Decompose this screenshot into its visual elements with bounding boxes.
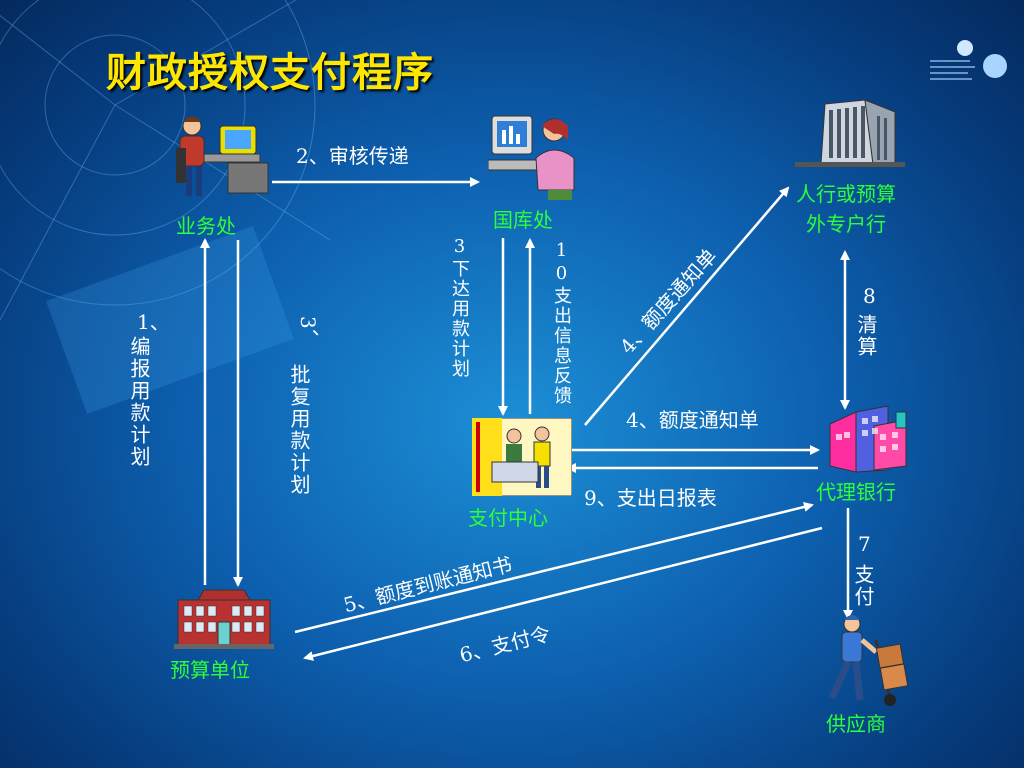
agent-bank-icon [829,405,907,473]
bank-building-icon [795,99,905,167]
step-7-number: 7 [858,532,871,556]
arrow-4-diagonal [584,186,790,426]
node-bank-line1: 人行或预算 [796,182,896,206]
step-2-label: 2、审核传递 [296,144,409,168]
step-8-label: 清算 [854,314,878,358]
treasury-clerk-icon [488,115,575,200]
node-treasury: 国库处 [493,208,553,232]
step-4-horizontal-label: 4、额度通知单 [626,408,759,432]
step-7-label: 支付 [851,564,875,608]
payment-counter-icon [472,418,572,496]
step-3-approve-label: 批复用款计划 [287,364,311,496]
step-3-approve-number: 3、 [296,316,320,349]
office-worker-icon [176,116,269,196]
node-budget-unit: 预算单位 [170,658,250,682]
step-8-number: 8 [863,284,876,308]
node-bank-line2: 外专户行 [806,212,886,236]
step-1-number: 1、 [137,310,170,334]
node-agent-bank: 代理银行 [816,480,896,504]
step-3-issue-label: 3下达用款计划 [449,236,470,379]
node-supplier: 供应商 [826,712,886,736]
arrow-5-notice [294,502,814,634]
step-1-label: 编报用款计划 [127,336,151,468]
node-payment-center: 支付中心 [468,506,548,530]
node-business: 业务处 [176,214,236,238]
budget-unit-building-icon [174,589,274,649]
step-10-label: 10支出信息反馈 [551,240,572,406]
arrow-6-order [303,526,823,661]
delivery-person-icon [828,615,909,706]
step-9-label: 9、支出日报表 [584,486,717,510]
page-title: 财政授权支付程序 [106,50,434,96]
